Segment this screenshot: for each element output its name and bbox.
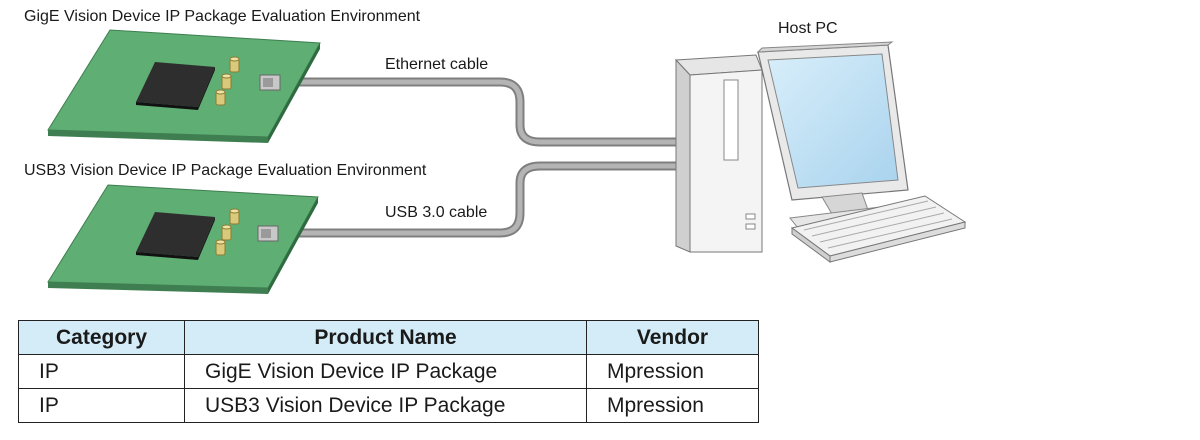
product-table: Category Product Name Vendor IP GigE Vis… <box>18 320 759 423</box>
usb3-evaluation-board <box>47 184 319 294</box>
cell-category: IP <box>18 354 185 389</box>
header-product-name: Product Name <box>184 320 587 355</box>
ethernet-cable-label: Ethernet cable <box>385 56 489 73</box>
monitor-screen <box>767 53 899 189</box>
usb3-environment-label: USB3 Vision Device IP Package Evaluation… <box>24 162 427 179</box>
table-row: IP USB3 Vision Device IP Package Mpressi… <box>18 388 759 423</box>
cell-category: IP <box>18 388 185 423</box>
cell-product-name: GigE Vision Device IP Package <box>184 354 587 389</box>
table-header-row: Category Product Name Vendor <box>18 320 759 355</box>
gige-connector <box>259 74 281 91</box>
host-pc-label: Host PC <box>778 20 838 37</box>
cell-vendor: Mpression <box>586 354 759 389</box>
usb-cable-label: USB 3.0 cable <box>385 204 488 221</box>
gige-environment-label: GigE Vision Device IP Package Evaluation… <box>24 8 421 25</box>
gige-capacitors <box>215 56 240 106</box>
usb3-capacitors <box>215 208 240 256</box>
gige-evaluation-board <box>47 29 321 143</box>
evaluation-setup-diagram <box>47 29 967 294</box>
host-pc-keyboard <box>790 195 967 263</box>
usb3-connector <box>257 225 279 242</box>
table-row: IP GigE Vision Device IP Package Mpressi… <box>18 354 759 389</box>
ethernet-cable <box>285 77 676 147</box>
host-pc-tower <box>674 54 763 253</box>
header-category: Category <box>18 320 185 355</box>
gige-chip <box>136 62 215 107</box>
host-pc-monitor <box>756 41 909 229</box>
cell-product-name: USB3 Vision Device IP Package <box>184 388 587 423</box>
usb3-chip <box>136 212 215 257</box>
header-vendor: Vendor <box>586 320 759 355</box>
cell-vendor: Mpression <box>586 388 759 423</box>
